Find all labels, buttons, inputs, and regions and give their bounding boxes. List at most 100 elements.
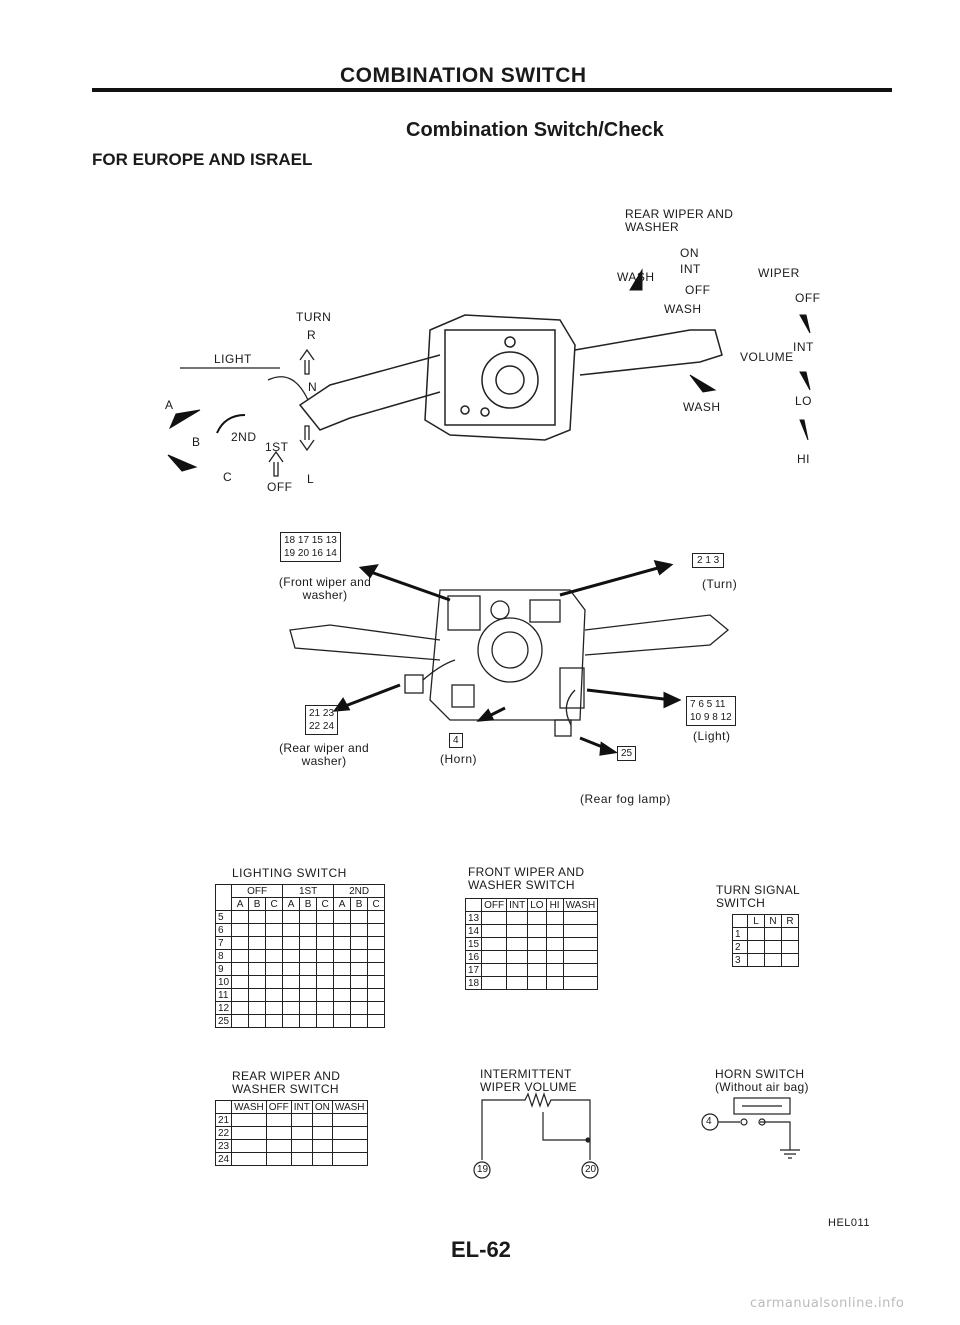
- table-cell: [248, 936, 267, 950]
- table-cell: [333, 962, 352, 976]
- label-int: INT: [680, 262, 701, 276]
- table-cell: [527, 976, 547, 990]
- table-cell: [316, 910, 335, 924]
- col-header: L: [747, 914, 765, 928]
- table-cell: [265, 975, 284, 989]
- row-header: 25: [214, 1014, 233, 1028]
- table-cell: [282, 923, 301, 937]
- table-cell: [282, 1014, 301, 1028]
- label-wiper: WIPER: [758, 266, 800, 280]
- table-cell: [311, 1152, 333, 1166]
- table-cell: [562, 937, 599, 951]
- table-cell: [248, 975, 267, 989]
- table-row: 23: [214, 1139, 368, 1153]
- table-cell: [562, 976, 599, 990]
- table-cell: [350, 910, 369, 924]
- row-header: 24: [214, 1152, 233, 1166]
- table-row: 24: [214, 1152, 368, 1166]
- row-header: 8: [214, 949, 233, 963]
- table-row: 3: [732, 953, 799, 967]
- table-row: 21: [214, 1113, 368, 1127]
- horn-switch-pin: 4: [706, 1116, 712, 1127]
- table-cell: [231, 1113, 267, 1127]
- row-header: 21: [214, 1113, 233, 1127]
- table-cell: [367, 923, 386, 937]
- table-cell: [299, 949, 318, 963]
- col-header: B: [350, 897, 369, 911]
- table-cell: [367, 962, 386, 976]
- turn-pins: 2 1 3: [692, 553, 725, 568]
- page-header-title: COMBINATION SWITCH: [340, 64, 587, 87]
- table-cell: [265, 962, 284, 976]
- row-header: 5: [214, 910, 233, 924]
- table-cell: [299, 962, 318, 976]
- table-cell: [333, 936, 352, 950]
- table-cell: [231, 1001, 250, 1015]
- connector-light: 7 6 5 11 10 9 8 12: [686, 696, 736, 726]
- table-cell: [506, 950, 529, 964]
- section-title: Combination Switch/Check: [406, 119, 664, 141]
- table-cell: [545, 950, 564, 964]
- table-cell: [481, 963, 508, 977]
- table-cell: [231, 975, 250, 989]
- table-cell: [747, 940, 765, 954]
- table-cell: [562, 963, 599, 977]
- table-cell: [265, 910, 284, 924]
- table-cell: [367, 975, 386, 989]
- row-header: 15: [464, 937, 483, 951]
- row-header: 22: [214, 1126, 233, 1140]
- light-pins-row2: 10 9 8 12: [690, 712, 732, 723]
- table-cell: [299, 923, 318, 937]
- table-cell: [316, 1014, 335, 1028]
- figure-code: HEL011: [828, 1217, 870, 1229]
- table-cell: [350, 975, 369, 989]
- row-header: 13: [464, 911, 483, 925]
- table-cell: [331, 1139, 368, 1153]
- table-row: 10: [214, 975, 386, 989]
- label-turn: TURN: [296, 310, 332, 324]
- label-2nd: 2ND: [231, 430, 257, 444]
- table-cell: [333, 1001, 352, 1015]
- table-cell: [781, 940, 799, 954]
- table-cell: [282, 975, 301, 989]
- table-cell: [367, 988, 386, 1002]
- table-cell: [248, 910, 267, 924]
- group-off: OFF: [231, 884, 284, 898]
- lighting-switch-title: LIGHTING SWITCH: [232, 866, 347, 880]
- table-row: 9: [214, 962, 386, 976]
- table-cell: [282, 936, 301, 950]
- table-cell: [333, 910, 352, 924]
- table-cell: [299, 1001, 318, 1015]
- horn-switch-title: HORN SWITCH (Without air bag): [715, 1067, 809, 1094]
- intermittent-pin-left: 19: [477, 1164, 489, 1175]
- table-cell: [333, 975, 352, 989]
- col-header: A: [231, 897, 250, 911]
- col-header: A: [333, 897, 352, 911]
- table-cell: [316, 975, 335, 989]
- table-cell: [764, 953, 782, 967]
- table-row: 1: [732, 927, 799, 941]
- table-cell: [248, 923, 267, 937]
- table-row: 2: [732, 940, 799, 954]
- table-row: 17: [464, 963, 599, 977]
- light-pins-row1: 7 6 5 11: [690, 699, 726, 710]
- table-row: 5: [214, 910, 386, 924]
- table-cell: [333, 949, 352, 963]
- rear-wiper-switch-title: REAR WIPER AND WASHER SWITCH: [232, 1069, 341, 1096]
- row-header: 23: [214, 1139, 233, 1153]
- row-header: 1: [732, 927, 748, 941]
- table-cell: [299, 975, 318, 989]
- row-header: 7: [214, 936, 233, 950]
- label-wiper-int: INT: [793, 340, 814, 354]
- table-cell: [527, 963, 547, 977]
- table-cell: [350, 949, 369, 963]
- table-cell: [299, 988, 318, 1002]
- row-header: 18: [464, 976, 483, 990]
- col-header: C: [265, 897, 284, 911]
- watermark: carmanualsonline.info: [750, 1296, 905, 1311]
- table-cell: [527, 924, 547, 938]
- table-cell: [316, 988, 335, 1002]
